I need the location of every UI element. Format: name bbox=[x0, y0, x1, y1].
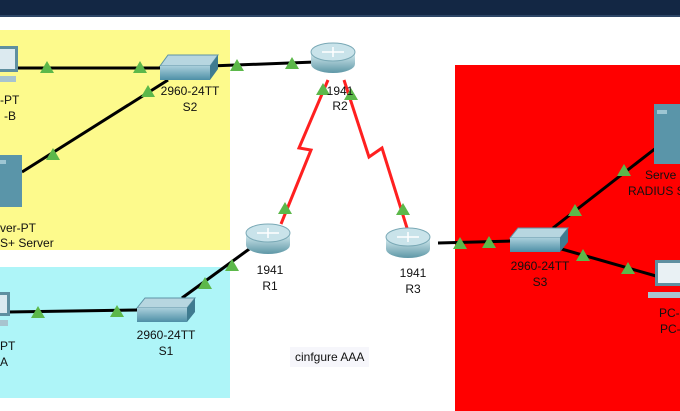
server-tacacs-model-label: ver-PT bbox=[0, 221, 36, 235]
r3-model-label: 1941 bbox=[399, 266, 427, 280]
r2-model-label: 1941 bbox=[326, 84, 354, 98]
switch-s1[interactable] bbox=[135, 297, 197, 322]
link-s3-pcc[interactable] bbox=[557, 246, 657, 278]
pc-c-model-label: PC- bbox=[659, 306, 680, 320]
server-radius[interactable] bbox=[654, 104, 680, 164]
serial-link-r2-r1[interactable] bbox=[279, 79, 330, 225]
pc-a[interactable] bbox=[0, 292, 10, 326]
pc-b[interactable] bbox=[0, 46, 18, 82]
r1-model-label: 1941 bbox=[256, 263, 284, 277]
pc-b-model-label: -PT bbox=[0, 93, 20, 107]
s3-name-label: S3 bbox=[532, 275, 548, 289]
switch-s2[interactable] bbox=[159, 54, 219, 80]
link-status-indicators bbox=[31, 57, 635, 318]
link-r1-s1[interactable] bbox=[181, 245, 253, 300]
r3-name-label: R3 bbox=[405, 282, 421, 296]
r1-name-label: R1 bbox=[262, 279, 278, 293]
s1-name-label: S1 bbox=[158, 344, 174, 358]
router-r3[interactable] bbox=[385, 227, 431, 258]
switch-s3[interactable] bbox=[508, 227, 570, 252]
note-label[interactable]: cinfgure AAA bbox=[290, 347, 370, 367]
server-radius-name-label: RADIUS S bbox=[628, 184, 680, 198]
s2-model-label: 2960-24TT bbox=[160, 84, 220, 98]
r2-name-label: R2 bbox=[332, 99, 348, 113]
router-r1[interactable] bbox=[245, 223, 291, 254]
pc-c[interactable] bbox=[648, 260, 680, 298]
router-r2[interactable] bbox=[310, 42, 356, 73]
server-tacacs[interactable] bbox=[0, 155, 22, 207]
pc-a-name-label: A bbox=[0, 355, 9, 369]
server-tacacs-name-label: S+ Server bbox=[0, 236, 54, 250]
link-r3-s3[interactable] bbox=[437, 239, 513, 245]
pc-c-name-label: PC- bbox=[660, 322, 680, 336]
s1-model-label: 2960-24TT bbox=[136, 328, 196, 342]
pc-b-name-label: -B bbox=[4, 109, 16, 123]
s2-name-label: S2 bbox=[182, 100, 198, 114]
server-radius-model-label: Serve bbox=[645, 168, 677, 182]
zone-s1-area bbox=[0, 267, 230, 398]
pc-a-model-label: PT bbox=[0, 339, 16, 353]
s3-model-label: 2960-24TT bbox=[510, 259, 570, 273]
serial-link-r2-r3[interactable] bbox=[342, 79, 409, 229]
title-bar bbox=[0, 0, 680, 17]
link-s2-r2[interactable] bbox=[209, 60, 316, 68]
